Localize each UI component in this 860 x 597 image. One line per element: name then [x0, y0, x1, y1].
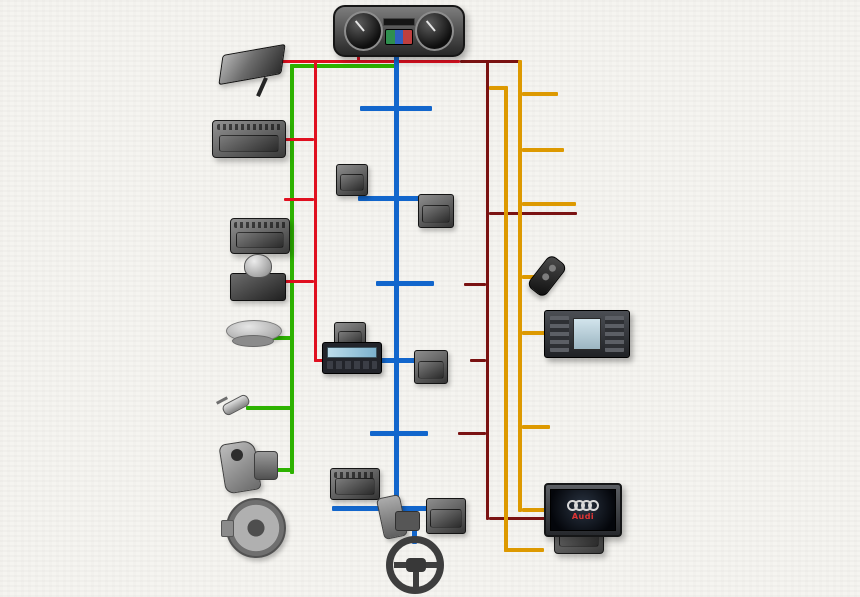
interior-mirror — [218, 43, 290, 100]
red-stub-ecu2 — [284, 198, 314, 201]
module-face — [339, 174, 365, 191]
lock-switch-block — [395, 511, 420, 531]
orange-stub-bottom-amplifier — [504, 548, 544, 552]
darkred-stub-relay-row3 — [464, 283, 486, 286]
ecu-face — [236, 231, 284, 249]
green-stub-sensor — [246, 406, 292, 410]
module-face — [422, 204, 450, 223]
fob-button-2 — [540, 271, 551, 282]
tachometer-gauge — [415, 11, 454, 51]
abs-hydraulic-unit — [230, 254, 286, 302]
wheel-rim — [386, 536, 444, 594]
ecu-face — [219, 134, 279, 152]
green-bus-main-vertical — [290, 64, 294, 474]
module-face — [335, 478, 375, 495]
climate-buttons — [327, 361, 377, 369]
column-bore — [231, 449, 243, 461]
cluster-center — [383, 17, 415, 45]
blue-stub-row5 — [370, 431, 428, 436]
connector-ridges-icon — [217, 124, 281, 130]
mid-module-row1-left — [336, 164, 368, 196]
module-face — [430, 509, 462, 529]
orange-branch-connector — [489, 86, 505, 90]
climate-control-panel — [322, 342, 382, 374]
left-ecu-2 — [230, 218, 290, 254]
instrument-cluster — [333, 5, 465, 57]
mid-module-row2-right — [414, 350, 448, 384]
radio-display — [572, 318, 602, 350]
steering-column-module — [218, 439, 280, 496]
darkred-stub-nav — [489, 517, 545, 520]
clock-spring-ring — [226, 498, 286, 558]
cluster-color-display — [385, 28, 413, 45]
darkred-stub-box-row4 — [470, 359, 486, 362]
red-stub-abs — [282, 280, 314, 283]
orange-stub-right-module-top — [522, 92, 558, 96]
darkred-stub-relay-row5 — [458, 432, 486, 435]
blue-stub-row2 — [358, 196, 428, 201]
mirror-arm — [256, 77, 268, 97]
darkred-stub-right-ecu — [489, 212, 577, 215]
red-stub-climate — [314, 359, 328, 362]
blue-stub-row4 — [378, 358, 428, 363]
audi-rings-icon — [567, 499, 599, 511]
climate-display — [327, 347, 377, 358]
green-bus-top-run — [290, 64, 397, 68]
orange-stub-right-ecu — [522, 202, 576, 206]
connector-ridges-icon — [333, 472, 377, 478]
orange-stub-radio — [522, 331, 548, 335]
orange-stub-nav — [522, 508, 548, 512]
red-bus-main-vertical — [314, 60, 317, 362]
radio-buttons-right — [605, 316, 625, 352]
relay-module-row3 — [426, 498, 466, 534]
orange-stub-right-amplifier — [522, 148, 564, 152]
red-cluster-tail — [357, 54, 360, 62]
steering-wheel-controls — [386, 536, 446, 594]
nav-screen: Audi — [550, 489, 616, 531]
navigation-unit: Audi — [544, 483, 622, 537]
small-sensor — [215, 390, 252, 420]
module-face — [417, 360, 445, 379]
left-ecu-1 — [212, 120, 286, 158]
radio-head-unit — [544, 310, 630, 358]
orange-vertical-2 — [518, 60, 522, 512]
column-switch-block — [254, 451, 278, 480]
mid-module-row3-left — [330, 468, 380, 500]
radio-buttons-left — [550, 316, 569, 352]
nav-brand-text: Audi — [571, 511, 595, 521]
blue-stub-row3 — [376, 281, 434, 286]
fob-body — [526, 253, 568, 299]
orange-stub-cd-changer — [522, 425, 550, 429]
audi-ring-4 — [588, 499, 599, 511]
darkred-main-vertical — [486, 60, 489, 520]
connector-ridges-icon — [234, 222, 286, 228]
abs-pump-dome — [244, 254, 272, 278]
remote-key-fob — [526, 253, 570, 300]
darkred-top-run — [460, 60, 520, 63]
red-stub-ecu1 — [284, 138, 314, 141]
wheel-spoke-lower — [413, 565, 419, 587]
mirror-glass — [218, 43, 286, 86]
speedometer-gauge — [344, 11, 383, 51]
orange-vertical-1 — [504, 86, 508, 552]
siren-base — [232, 335, 274, 347]
alarm-siren — [226, 320, 282, 354]
ignition-lock-module — [375, 493, 422, 541]
cluster-odometer-window — [383, 17, 415, 26]
mid-module-row1-right — [418, 194, 454, 228]
clock-spring — [221, 498, 292, 558]
green-stub-siren — [264, 336, 292, 340]
blue-stub-row1 — [360, 106, 432, 111]
red-bus-top-run — [230, 60, 460, 63]
clock-spring-tab — [221, 520, 234, 537]
wheel-hub — [406, 558, 426, 572]
fob-button-1 — [547, 263, 558, 274]
